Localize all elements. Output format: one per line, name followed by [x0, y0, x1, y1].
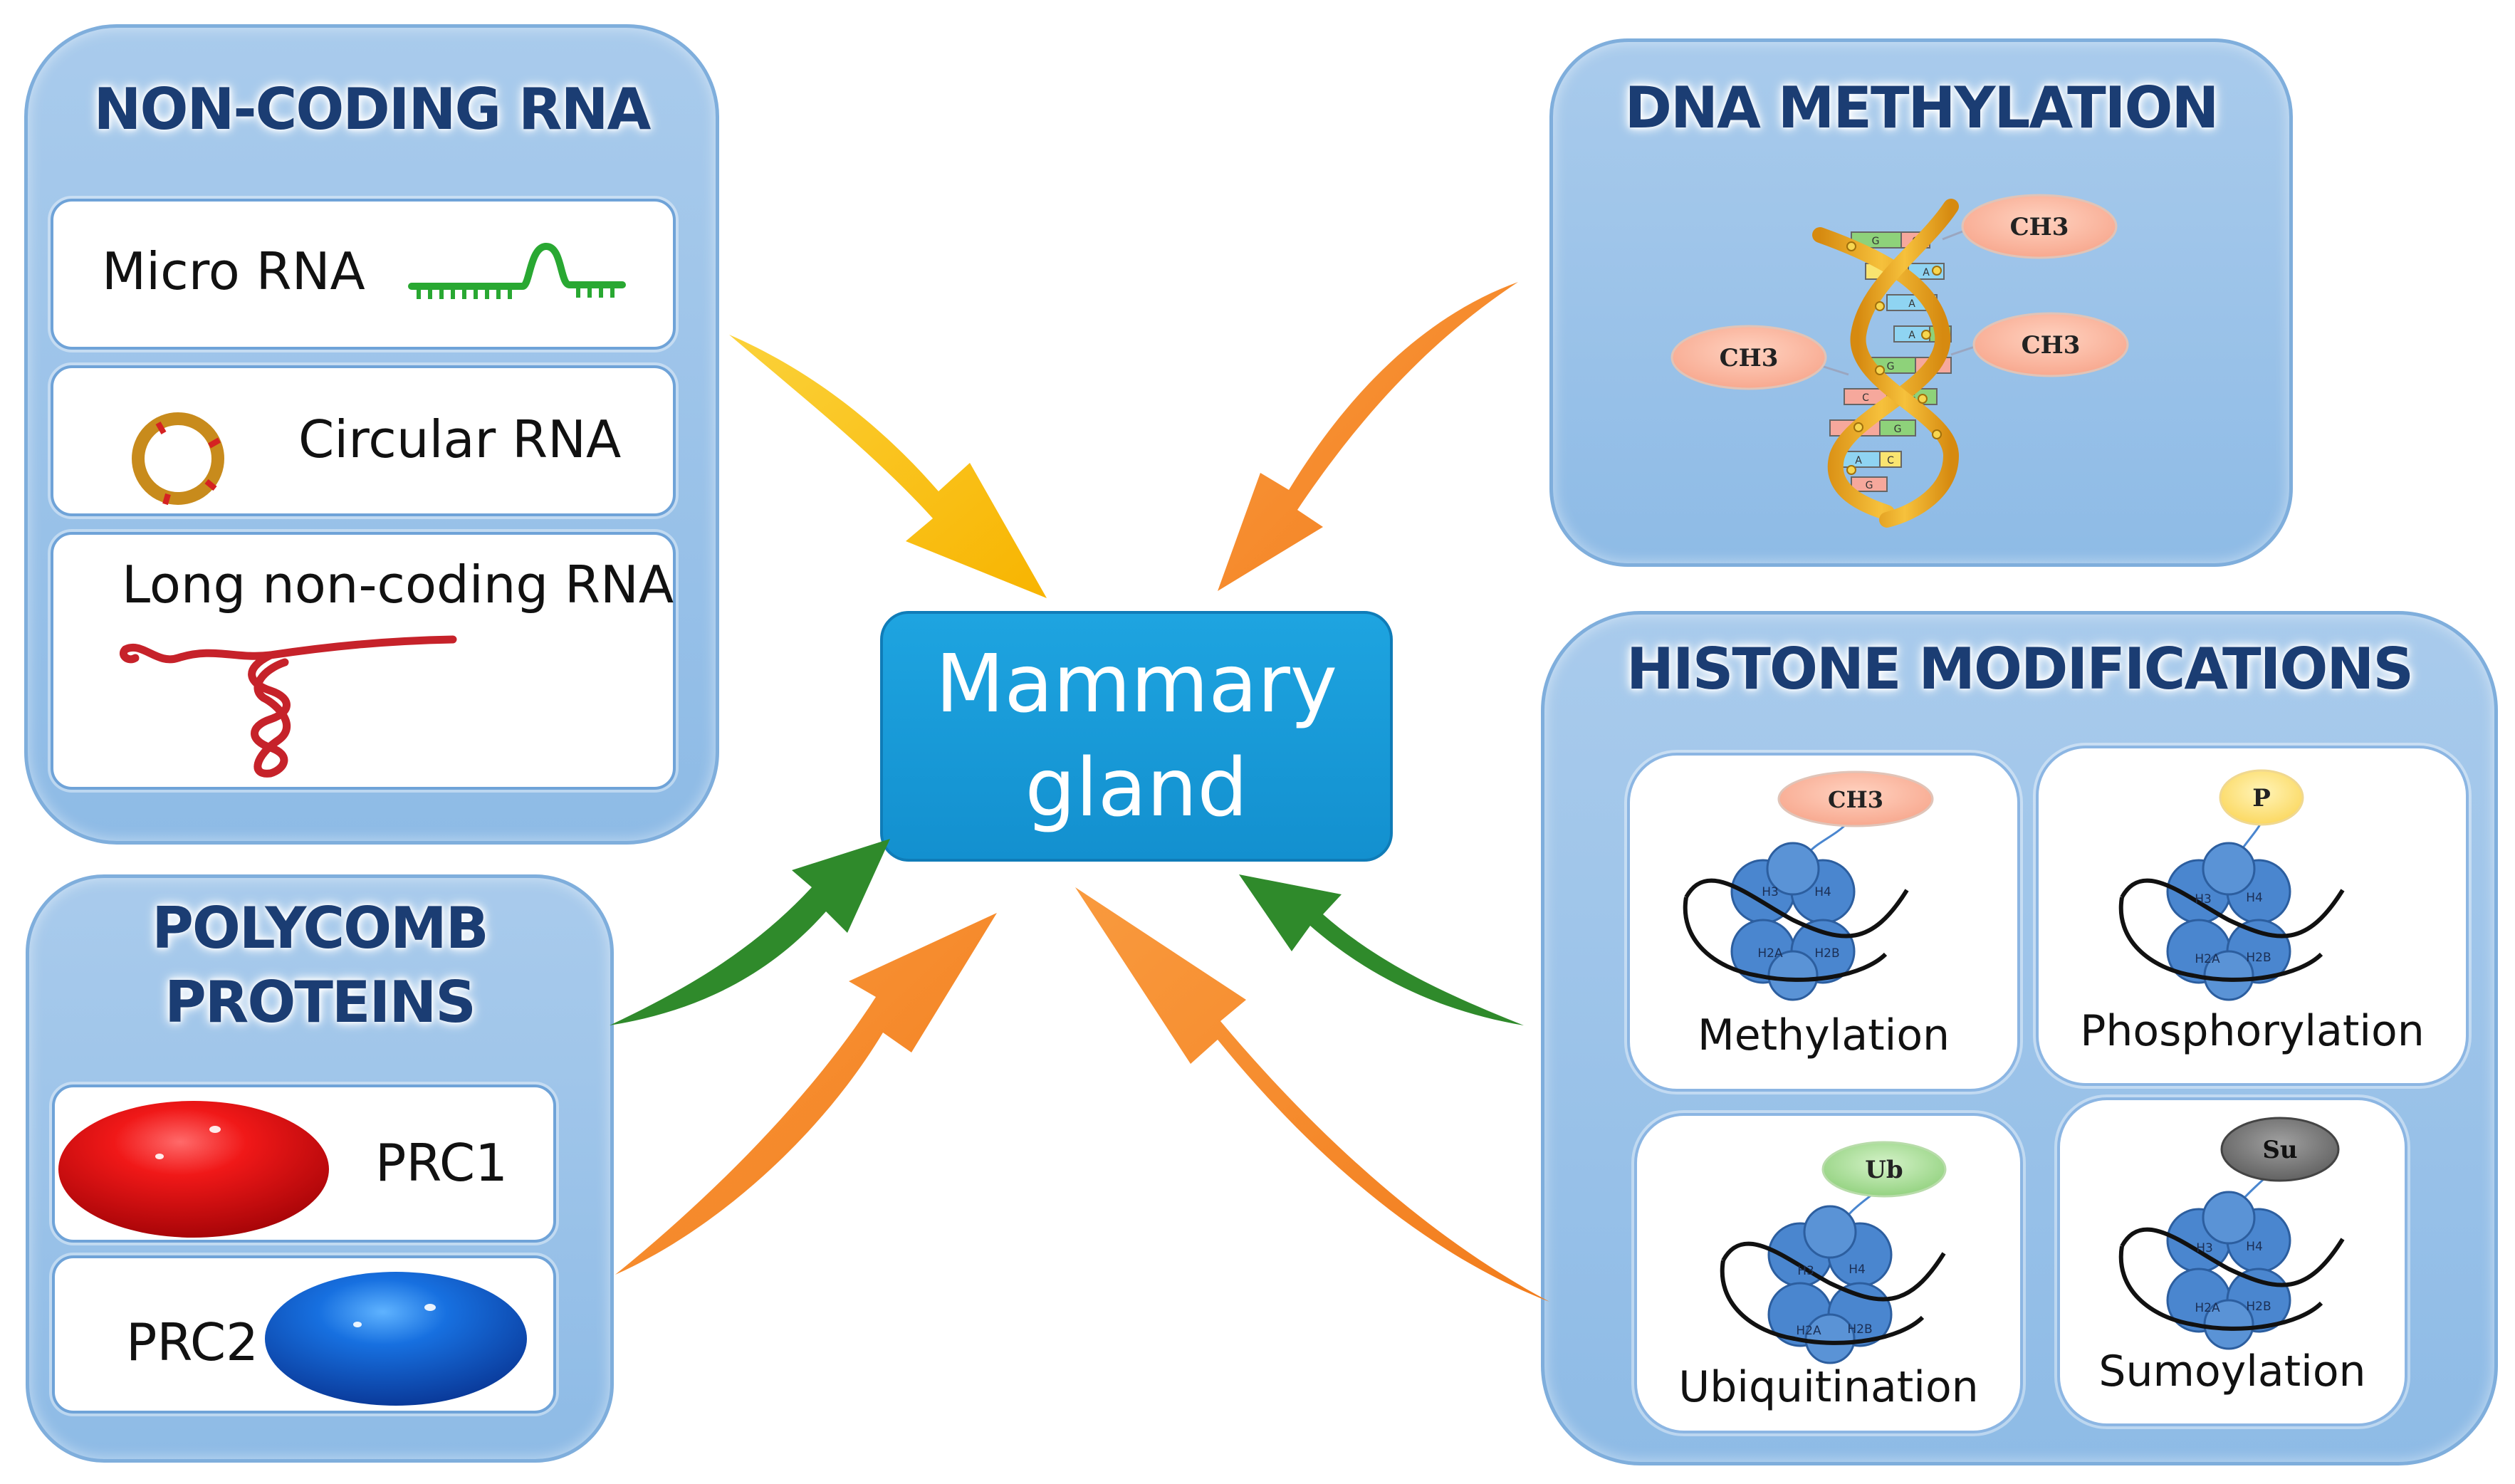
histone-sumoylation-tag: Su [2262, 1136, 2297, 1164]
prc2-label: PRC2 [126, 1312, 258, 1372]
micro-rna-label: Micro RNA [102, 241, 365, 301]
long-non-coding-rna-icon [119, 635, 457, 778]
dna-base-4: A [1923, 267, 1930, 278]
dna-base-1: G [1872, 236, 1880, 247]
arrow-polycomb-green-to-center [610, 839, 890, 1025]
dna-base-13: A [1855, 455, 1862, 466]
circular-rna-icon [132, 412, 224, 506]
histone-modifications-title: HISTONE MODIFICATIONS [1626, 636, 2414, 702]
circular-rna-label: Circular RNA [298, 409, 622, 469]
dna-base-14: C [1887, 455, 1894, 466]
ubiq-h3-label: H3 [1797, 1264, 1814, 1278]
phos-h2a-label: H2A [2195, 952, 2220, 966]
sumo-h2b-label: H2B [2246, 1300, 2271, 1314]
micro-rna-card: Micro RNA [51, 199, 676, 350]
arrow-dna-methylation-to-center [1218, 282, 1518, 591]
arrow-non-coding-to-center [729, 335, 1047, 598]
dna-base-6: A [1908, 330, 1915, 341]
sumo-h2a-label: H2A [2195, 1301, 2220, 1315]
meth-h2b-label: H2B [1814, 946, 1839, 961]
nucleosome-sumoylation-icon: H3 H4 H2A H2B Su [2121, 1117, 2343, 1349]
arrow-histone-orange-to-center [1075, 887, 1549, 1302]
meth-h3-label: H3 [1762, 885, 1779, 899]
mammary-gland-line1: Mammary [935, 638, 1338, 731]
phos-h3-label: H3 [2195, 892, 2212, 906]
sumo-h3-label: H3 [2196, 1241, 2213, 1255]
dna-ch3-label-2: CH3 [1720, 344, 1779, 372]
phos-h4-label: H4 [2246, 891, 2263, 905]
histone-ubiquitination-label: Ubiquitination [1678, 1362, 1979, 1412]
sumo-h4-label: H4 [2246, 1240, 2263, 1254]
ubiq-h2b-label: H2B [1847, 1322, 1872, 1337]
histone-ubiquitination-tag: Ub [1865, 1156, 1903, 1184]
dna-base-5: A [1908, 298, 1915, 310]
meth-h2a-label: H2A [1757, 946, 1783, 961]
micro-rna-icon [408, 243, 626, 299]
dna-methylation-title: DNA METHYLATION [1624, 75, 2219, 141]
long-non-coding-rna-label: Long non-coding RNA [122, 555, 674, 615]
dna-base-7: G [1887, 361, 1895, 372]
dna-methylation-panel: DNA METHYLATION [1549, 38, 2293, 567]
dna-base-15: G [1866, 480, 1873, 491]
prc1-label: PRC1 [375, 1133, 508, 1193]
arrow-histone-green-to-center [1239, 874, 1524, 1025]
histone-sumoylation-label: Sumoylation [2098, 1347, 2366, 1396]
prc2-icon [265, 1272, 527, 1406]
non-coding-rna-panel: NON-CODING RNA Micro RNA Circular RNA Lo… [24, 24, 719, 845]
dna-ch3-tag-2: CH3 [1670, 325, 1827, 390]
dna-ch3-label-3: CH3 [2022, 331, 2081, 360]
histone-phosphorylation-tag: P [2252, 784, 2271, 812]
non-coding-rna-title: NON-CODING RNA [93, 76, 652, 142]
dna-ch3-tag-3: CH3 [1972, 312, 2129, 377]
dna-base-12: G [1894, 424, 1902, 435]
mammary-gland-box: Mammary gland [880, 611, 1393, 862]
nucleosome-ubiquitination-icon: H3 H4 H2A H2B Ub [1722, 1141, 1947, 1363]
histone-methylation-label: Methylation [1697, 1010, 1950, 1060]
ubiq-h2a-label: H2A [1796, 1324, 1821, 1338]
histone-phosphorylation-label: Phosphorylation [2080, 1006, 2425, 1056]
mammary-gland-line2: gland [1025, 742, 1248, 835]
prc1-icon [58, 1101, 329, 1238]
polycomb-title-line1: POLYCOMB [152, 895, 489, 961]
nucleosome-phosphorylation-icon: H3 H4 H2A H2B P [2121, 769, 2343, 1000]
nucleosome-methylation-icon: H3 H4 H2A H2B CH3 [1685, 770, 1934, 1000]
dna-base-9: C [1862, 392, 1869, 404]
phos-h2b-label: H2B [2246, 951, 2271, 965]
dna-helix-icon: G C T A A A G C C G C G A C G [1812, 199, 1977, 528]
dna-ch3-label-1: CH3 [2010, 213, 2069, 241]
polycomb-title-line2: PROTEINS [164, 969, 476, 1035]
ubiq-h4-label: H4 [1849, 1263, 1866, 1277]
meth-h4-label: H4 [1814, 885, 1831, 899]
arrow-polycomb-orange-to-center [615, 913, 997, 1275]
histone-methylation-tag: CH3 [1828, 786, 1883, 813]
dna-ch3-tag-1: CH3 [1961, 194, 2118, 259]
long-non-coding-rna-card: Long non-coding RNA [51, 532, 676, 790]
